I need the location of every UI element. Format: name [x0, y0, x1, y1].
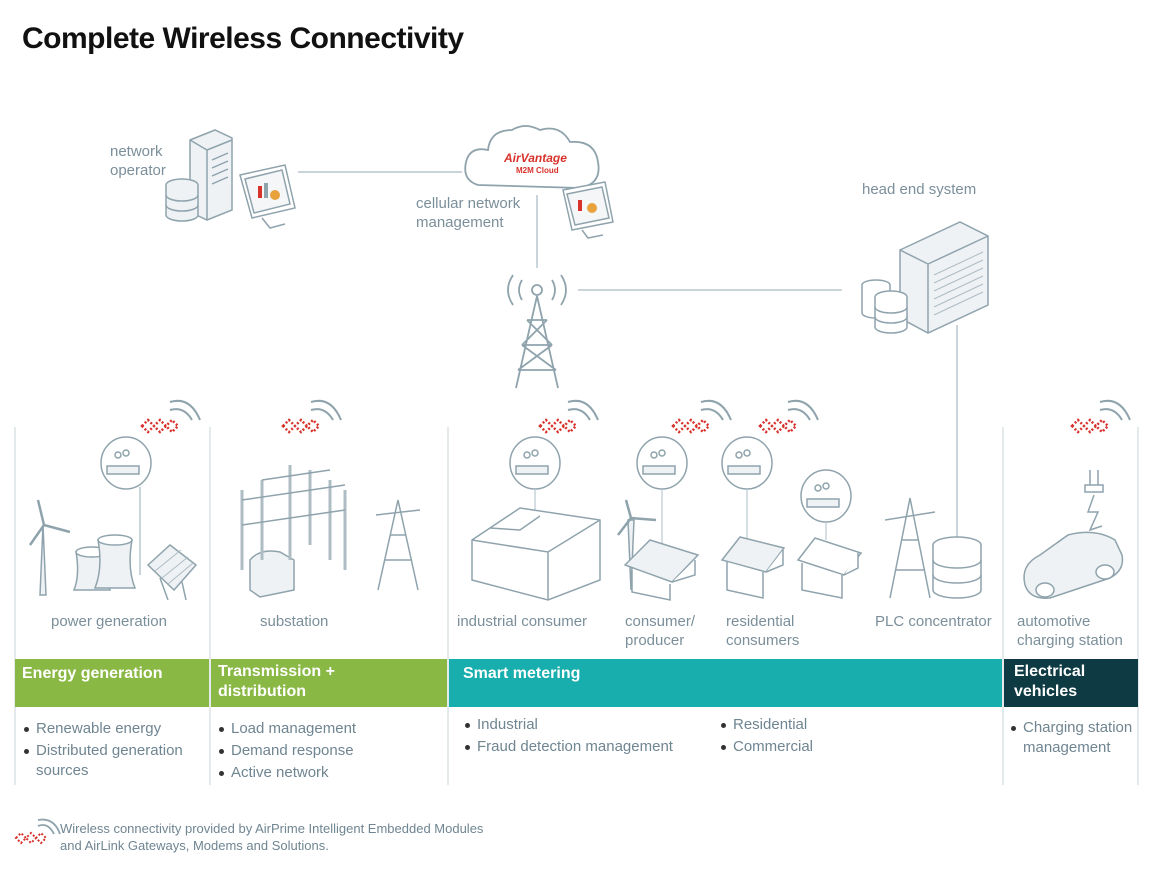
smart-meter-icons: [100, 436, 852, 523]
label-line: consumer/: [625, 613, 696, 630]
head-end-label: head end system: [862, 181, 977, 198]
ev-charging-icon: [1023, 470, 1124, 599]
label-line: operator: [110, 162, 166, 179]
automotive-label: automotive charging station: [1017, 612, 1123, 650]
smart-metering-list-left: Industrial Fraud detection management: [463, 714, 673, 758]
airvantage-logo: AirVantage: [504, 151, 567, 165]
plc-concentrator-icon: [884, 497, 982, 599]
residential-house-icon: [720, 536, 786, 599]
smart-meter-icon: [636, 436, 688, 490]
bar-label: Energy generation: [22, 665, 163, 682]
list-item: Demand response: [217, 740, 356, 762]
consumer-producer-label: consumer/ producer: [625, 612, 695, 650]
smart-metering-list-right: Residential Commercial: [719, 714, 813, 758]
substation-label: substation: [260, 613, 329, 630]
ev-list: Charging station management: [1009, 717, 1132, 757]
energy-generation-bar: Energy generation: [15, 659, 209, 707]
list-item: Active network: [217, 762, 356, 784]
bar-label: Transmission +: [218, 663, 335, 680]
cloud-icon: [464, 125, 600, 189]
label-line: producer: [625, 632, 685, 649]
label-line: network: [110, 143, 163, 160]
footer-line: Wireless connectivity provided by AirPri…: [60, 821, 484, 836]
smart-metering-bar: Smart metering: [449, 659, 1002, 707]
list-item: Renewable energy: [22, 718, 183, 740]
wireless-module-icon: [671, 399, 732, 434]
wireless-module-legend-icon: [14, 818, 61, 845]
wireless-module-icon: [758, 399, 819, 434]
database-icon: [165, 178, 199, 222]
industrial-consumer-icon: [471, 507, 601, 601]
bar-label: vehicles: [1014, 683, 1078, 700]
head-end-server-icon: [899, 221, 989, 334]
electrical-vehicles-bar: Electrical vehicles: [1004, 659, 1138, 707]
smart-meter-icon: [721, 436, 773, 490]
cell-tower-icon: [507, 274, 567, 389]
m2m-cloud-label: M2M Cloud: [516, 166, 559, 175]
wireless-module-icon: [538, 399, 599, 434]
list-item: Industrial: [463, 714, 673, 736]
label-line: cellular network: [416, 195, 521, 212]
substation-icon: [240, 465, 421, 598]
connector-lines: [139, 171, 958, 575]
list-item: Distributed generation: [22, 740, 183, 761]
wireless-module-icon: [140, 399, 201, 434]
label-line: management: [416, 214, 504, 231]
column-separators: [14, 427, 1139, 785]
smart-meter-icon: [509, 436, 561, 490]
wireless-module-icons: [140, 399, 1131, 434]
database-icon: [861, 279, 908, 334]
energy-list: Renewable energy Distributed generation …: [22, 718, 183, 780]
list-item: Fraud detection management: [463, 736, 673, 758]
monitor-icon: [562, 181, 614, 239]
bar-label: Smart metering: [463, 665, 581, 682]
list-item: management: [1023, 739, 1111, 756]
label-line: automotive: [1017, 613, 1091, 630]
footer-line: and AirLink Gateways, Modems and Solutio…: [60, 838, 329, 853]
label-line: consumers: [726, 632, 800, 649]
list-item: Charging station: [1009, 717, 1132, 738]
smart-meter-icon: [100, 436, 152, 490]
label-line: charging station: [1017, 632, 1123, 649]
monitor-icon: [239, 164, 296, 229]
wireless-module-icon: [1070, 399, 1131, 434]
label-line: residential: [726, 613, 795, 630]
list-item: Residential: [719, 714, 813, 736]
page-title: Complete Wireless Connectivity: [22, 22, 464, 55]
consumer-producer-icon: [617, 499, 700, 601]
industrial-consumer-label: industrial consumer: [457, 613, 588, 630]
bar-label: distribution: [218, 683, 306, 700]
cellular-network-label: cellular network management: [416, 194, 520, 232]
smart-meter-icon: [800, 469, 852, 523]
plc-concentrator-label: PLC concentrator: [875, 613, 992, 630]
list-item: Load management: [217, 718, 356, 740]
bar-label: Electrical: [1014, 663, 1086, 680]
list-item: Commercial: [719, 736, 813, 758]
power-generation-label: power generation: [51, 613, 167, 630]
footer-note: Wireless connectivity provided by AirPri…: [60, 820, 483, 854]
wireless-module-icon: [281, 399, 342, 434]
list-item: sources: [36, 762, 89, 779]
server-icon: [189, 129, 233, 221]
network-operator-label: network operator: [110, 142, 166, 180]
power-generation-icon: [28, 499, 198, 601]
transmission-list: Load management Demand response Active n…: [217, 718, 356, 784]
residential-label: residential consumers: [726, 612, 799, 650]
residential-house-icon: [796, 537, 863, 599]
transmission-bar: Transmission + distribution: [211, 659, 447, 707]
